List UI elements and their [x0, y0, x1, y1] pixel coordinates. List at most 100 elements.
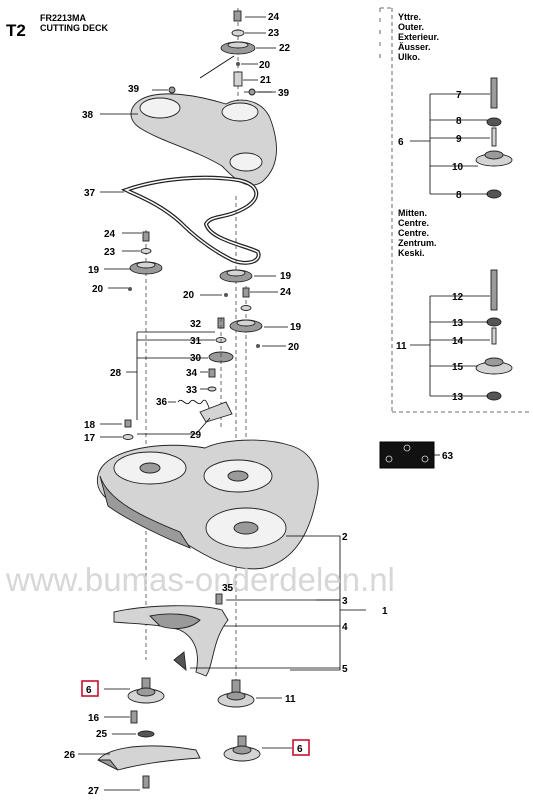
- bolt: [233, 10, 242, 22]
- callout-25: 25: [96, 729, 108, 740]
- callout-7: 7: [456, 90, 462, 101]
- center-bracket-lines: [429, 295, 490, 397]
- deflector-baffle: [113, 605, 229, 677]
- key: [224, 293, 228, 297]
- callout-17: 17: [84, 433, 96, 444]
- deck-hole: [233, 521, 259, 535]
- leader-lines-lower-left: [78, 716, 140, 791]
- tension-spring: [177, 399, 211, 411]
- section-title: CUTTING DECK: [40, 23, 108, 33]
- callout-15: 15: [452, 362, 464, 373]
- callout-38: 38: [82, 110, 94, 121]
- blade-adapter-25: [137, 730, 155, 738]
- callout-1: 1: [382, 606, 388, 617]
- leader-lines-arm: [137, 401, 211, 435]
- callout-27: 27: [88, 786, 100, 797]
- callout-20: 20: [259, 60, 271, 71]
- leader-lines-hardware: [100, 423, 122, 438]
- legend-outer-line: Outer.: [398, 22, 424, 32]
- key: [256, 344, 260, 348]
- callout-26: 26: [64, 750, 76, 761]
- callout-24: 24: [268, 12, 280, 23]
- bolt-27: [142, 775, 150, 789]
- callout-19: 19: [280, 271, 292, 282]
- leader-lines-guard: [100, 89, 276, 115]
- leader-lines-top: [241, 16, 276, 93]
- bolt: [142, 231, 150, 242]
- spacer-sleeve: [233, 71, 243, 87]
- bearing: [486, 391, 502, 401]
- right-spindle: [223, 735, 261, 762]
- callout-24: 24: [280, 287, 292, 298]
- callout-13: 13: [452, 318, 464, 329]
- spindle-hub: [484, 150, 504, 160]
- callout-20: 20: [183, 290, 195, 301]
- pulley-hub: [226, 269, 246, 277]
- pulley-hub: [136, 261, 156, 269]
- spindle-hub: [484, 357, 504, 367]
- callout-20: 20: [288, 342, 300, 353]
- leader-lines-center-pulley: [200, 275, 276, 296]
- idler-arm: [199, 401, 233, 423]
- decal-63: [379, 441, 435, 469]
- washer: [140, 248, 152, 254]
- legend-center-line: Centre.: [398, 218, 429, 228]
- callout-10: 10: [452, 162, 464, 173]
- leader-line: [199, 55, 235, 79]
- outer-spindle-assembly: [475, 77, 513, 199]
- baffle-clip: [173, 651, 187, 672]
- leader-lines-baffle: [190, 599, 340, 669]
- bearing: [486, 189, 502, 199]
- spacer: [491, 327, 497, 345]
- callout-20: 20: [92, 284, 104, 295]
- leader-lines-idler: [126, 331, 215, 420]
- callout-8: 8: [456, 116, 462, 127]
- callout-6: 6: [398, 137, 404, 148]
- spindle-shaft: [490, 77, 498, 109]
- pulley-hub: [227, 41, 249, 49]
- callout-23: 23: [104, 247, 116, 258]
- callout-3: 3: [342, 596, 348, 607]
- legend-center-line: Mitten.: [398, 208, 427, 218]
- callout-39: 39: [278, 88, 290, 99]
- bolt-16: [130, 710, 138, 724]
- washer: [122, 434, 134, 440]
- callout-12: 12: [452, 292, 464, 303]
- callout-28: 28: [110, 368, 122, 379]
- callout-5: 5: [342, 664, 348, 675]
- callout-13: 13: [452, 392, 464, 403]
- callout-63: 63: [442, 451, 454, 462]
- guard-screw: [168, 86, 176, 94]
- bolt: [242, 287, 250, 298]
- bolt: [124, 419, 132, 428]
- callout-32: 32: [190, 319, 202, 330]
- callout-16: 16: [88, 713, 100, 724]
- callout-19: 19: [290, 322, 302, 333]
- callout-36: 36: [156, 397, 168, 408]
- spindle-hub: [136, 687, 156, 697]
- callout-39: 39: [128, 84, 140, 95]
- callout-31: 31: [190, 336, 202, 347]
- spacer: [491, 127, 497, 147]
- model-number: FR2213MA: [40, 13, 87, 23]
- callout-19: 19: [88, 265, 100, 276]
- watermark: www.bumas-onderdelen.nl: [5, 561, 395, 598]
- pulley-hub: [236, 319, 256, 327]
- deck-hole: [227, 470, 249, 482]
- legend-center-line: Centre.: [398, 228, 429, 238]
- deck-bracket-lines: [286, 535, 366, 671]
- guard-cup: [221, 102, 259, 122]
- nut: [208, 368, 216, 378]
- left-spindle: [127, 677, 165, 704]
- callout-34: 34: [186, 368, 198, 379]
- callout-2: 2: [342, 532, 348, 543]
- washer: [240, 305, 252, 311]
- bolt-35: [215, 593, 223, 605]
- section-code: T2: [6, 21, 26, 40]
- callout-35: 35: [222, 583, 234, 594]
- center-spindle-assembly: [475, 269, 513, 401]
- legend-center: Mitten. Centre. Centre. Zentrum. Keski.: [398, 208, 437, 258]
- callout-11: 11: [396, 341, 407, 352]
